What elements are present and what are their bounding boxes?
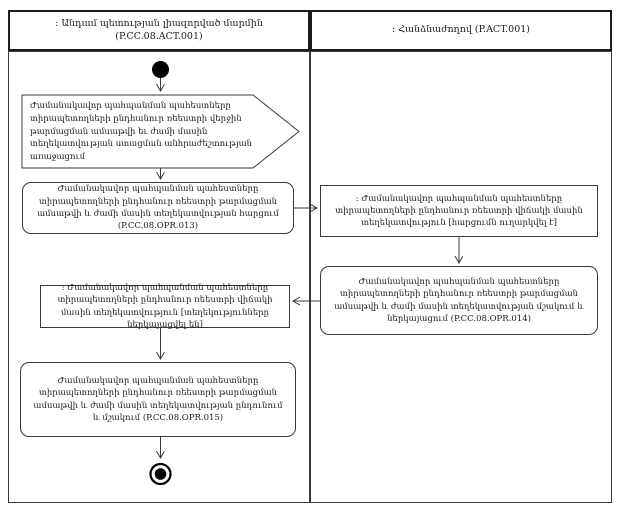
lane-header-commission: : Հանձնաժողով (P.ACT.001) xyxy=(310,10,612,51)
initial-node xyxy=(152,61,169,78)
lane-header-authorized-body: : Անդամ պետության լիազորված մարմին (P.CC… xyxy=(8,10,310,51)
send-signal-label: Ժամանակավոր պահպանման պահեստները տիրապետ… xyxy=(30,101,253,162)
lane-title: : Անդամ պետության լիազորված մարմին (P.CC… xyxy=(55,18,263,42)
object-result-presented: : Ժամանակավոր պահպանման պահեստները տիրապ… xyxy=(40,283,290,330)
action-process-opr014: Ժամանակավոր պահպանման պահեստները տիրապետ… xyxy=(320,266,598,335)
object-request-sent: : Ժամանակավոր պահպանման պահեստները տիրապ… xyxy=(320,185,598,237)
action-receive-opr015: Ժամանակավոր պահպանման պահեստները տիրապետ… xyxy=(20,362,296,437)
action-request-opr013: Ժամանակավոր պահպանման պահեստները տիրապետ… xyxy=(22,182,294,234)
lane-title: : Հանձնաժողով (P.ACT.001) xyxy=(391,24,530,36)
